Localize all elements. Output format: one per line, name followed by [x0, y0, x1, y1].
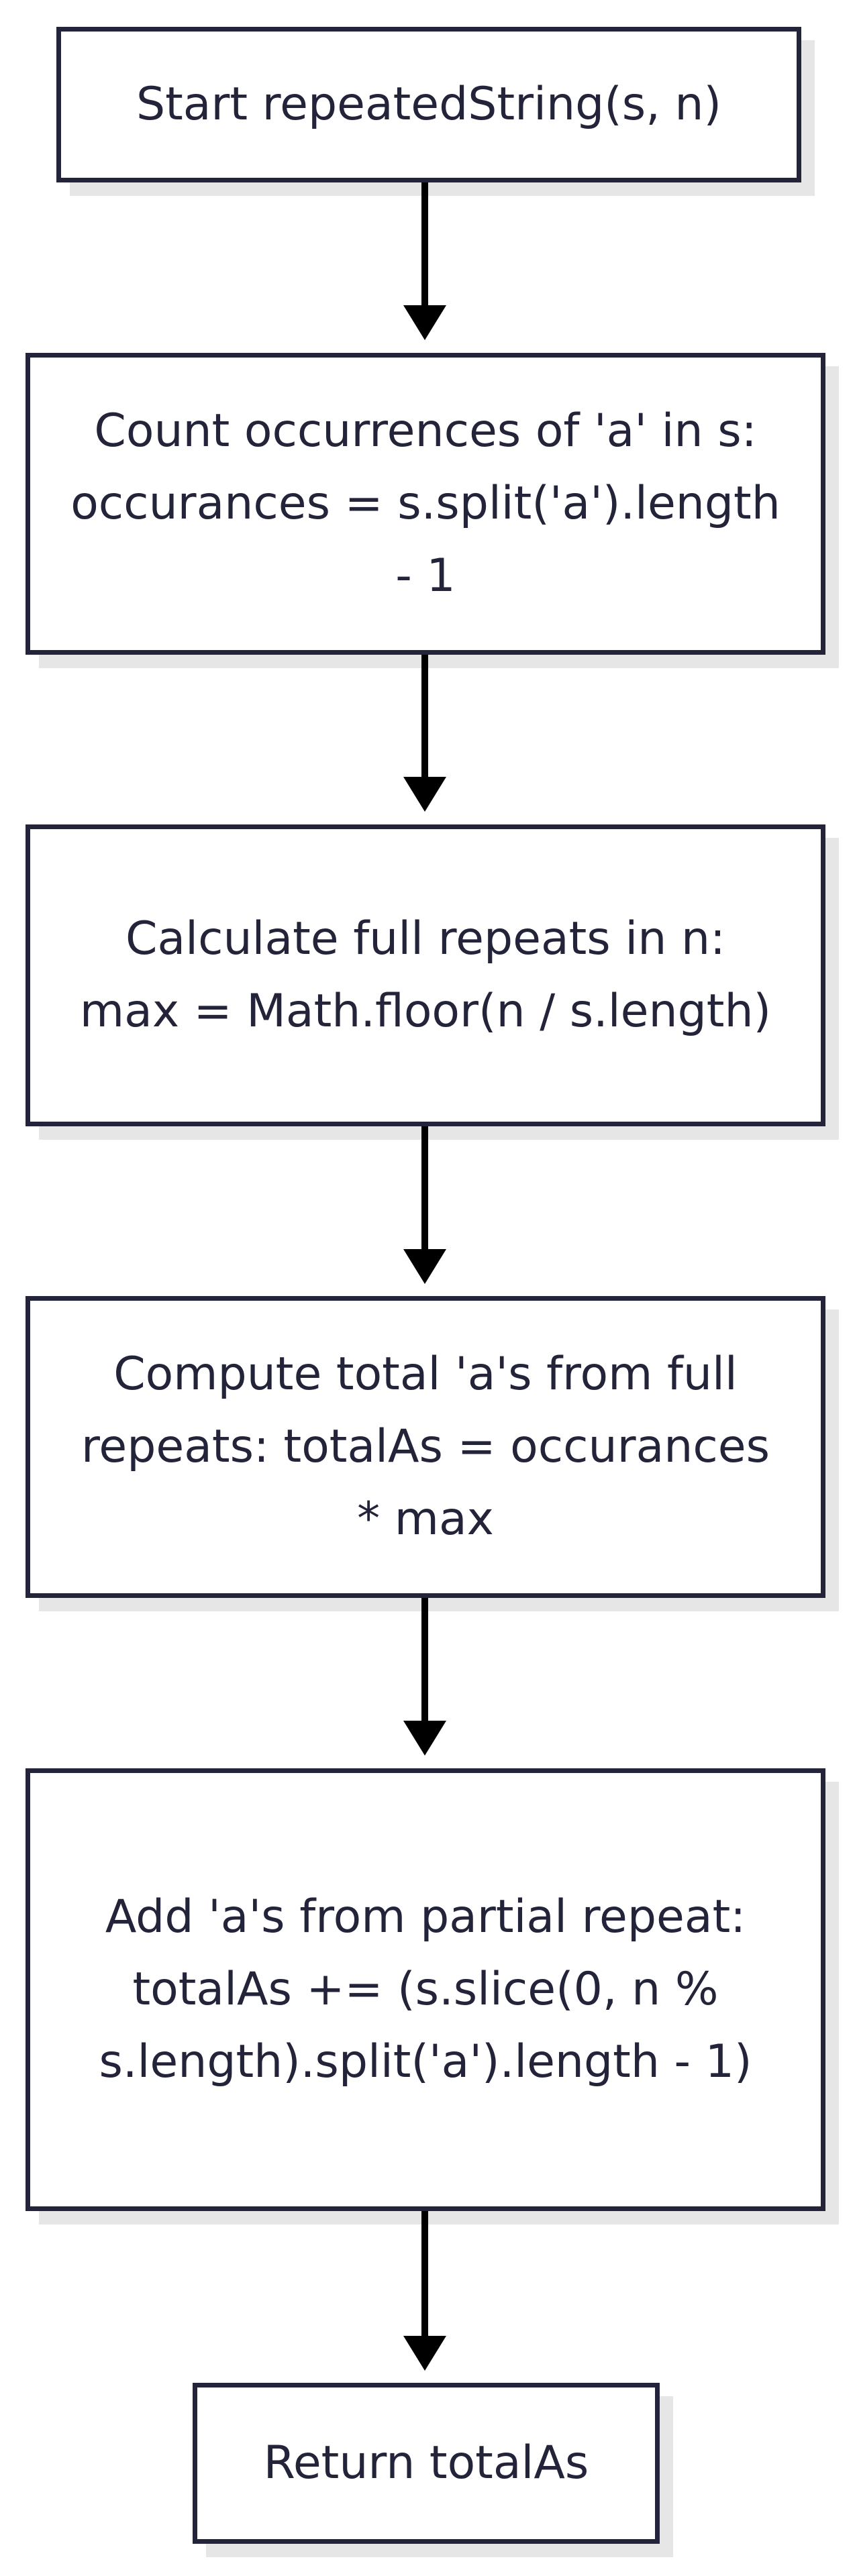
add-partial-node: Add 'a's from partial repeat: totalAs +=… [26, 1768, 825, 2211]
compute-total-node: Compute total 'a's from full repeats: to… [26, 1296, 825, 1598]
arrowhead-icon [403, 305, 446, 340]
count-occurrences-label: Count occurrences of 'a' in s: occurance… [70, 405, 780, 602]
compute-total-label: Compute total 'a's from full repeats: to… [81, 1348, 770, 1546]
return-node: Return totalAs [193, 2383, 660, 2544]
arrowhead-icon [403, 1721, 446, 1756]
arrowhead-icon [403, 777, 446, 812]
edge-count-to-calc [421, 655, 428, 782]
arrowhead-icon [403, 2336, 446, 2371]
start-node: Start repeatedString(s, n) [56, 27, 801, 182]
calculate-full-repeats-node: Calculate full repeats in n: max = Math.… [26, 824, 825, 1126]
start-node-label: Start repeatedString(s, n) [136, 78, 722, 131]
edge-add-to-return [421, 2211, 428, 2340]
edge-calc-to-compute [421, 1126, 428, 1254]
edge-compute-to-add [421, 1598, 428, 1725]
add-partial-label: Add 'a's from partial repeat: totalAs +=… [99, 1890, 752, 2088]
edge-start-to-count [421, 182, 428, 310]
calculate-full-repeats-label: Calculate full repeats in n: max = Math.… [79, 912, 772, 1038]
return-label: Return totalAs [263, 2436, 589, 2489]
arrowhead-icon [403, 1249, 446, 1284]
count-occurrences-node: Count occurrences of 'a' in s: occurance… [26, 353, 825, 655]
